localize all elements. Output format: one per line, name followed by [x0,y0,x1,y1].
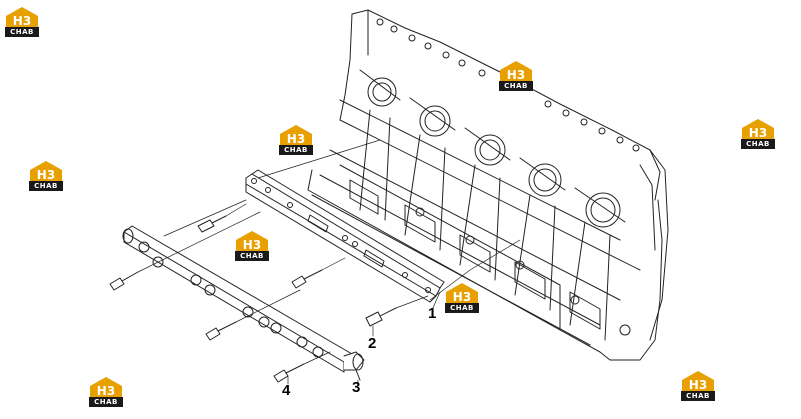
svg-text:H3: H3 [287,132,305,146]
watermark-text: CHAB [741,139,775,149]
svg-text:H3: H3 [749,126,767,140]
watermark-logo: H3 CHAB [276,124,316,158]
watermark-text: CHAB [5,27,39,37]
bolts [109,215,397,383]
watermark-text: CHAB [499,81,533,91]
svg-text:H3: H3 [689,378,707,392]
watermark-logo: H3 CHAB [496,60,536,94]
callout-1: 1 [428,305,437,322]
svg-text:H3: H3 [453,290,471,304]
watermark-logo: H3 CHAB [678,370,718,404]
watermark-logo: H3 CHAB [26,160,66,194]
watermark-text: CHAB [445,303,479,313]
watermark-text: CHAB [29,181,63,191]
engine-block [307,9,669,361]
watermark-logo: H3 CHAB [738,118,778,152]
svg-text:H3: H3 [507,68,525,82]
fuel-rail [122,225,365,381]
callout-4: 4 [282,382,291,399]
fuel-rail-bracket [245,169,445,303]
svg-text:H3: H3 [97,384,115,398]
watermark-text: CHAB [279,145,313,155]
callout-3: 3 [352,379,361,396]
watermark-logo: H3 CHAB [442,282,482,316]
bearing-bores [367,77,621,228]
assembly-lines [137,139,521,385]
svg-text:H3: H3 [13,14,31,28]
watermark-logo: H3 CHAB [86,376,126,410]
watermark-text: CHAB [681,391,715,401]
watermark-logo: H3 CHAB [2,6,42,40]
watermark-text: CHAB [89,397,123,407]
rail-outlets [138,241,324,358]
svg-text:H3: H3 [37,168,55,182]
svg-text:H3: H3 [243,238,261,252]
deck-bolt-holes [376,18,640,152]
watermark-text: CHAB [235,251,269,261]
callout-2: 2 [368,335,377,352]
watermark-logo: H3 CHAB [232,230,272,264]
